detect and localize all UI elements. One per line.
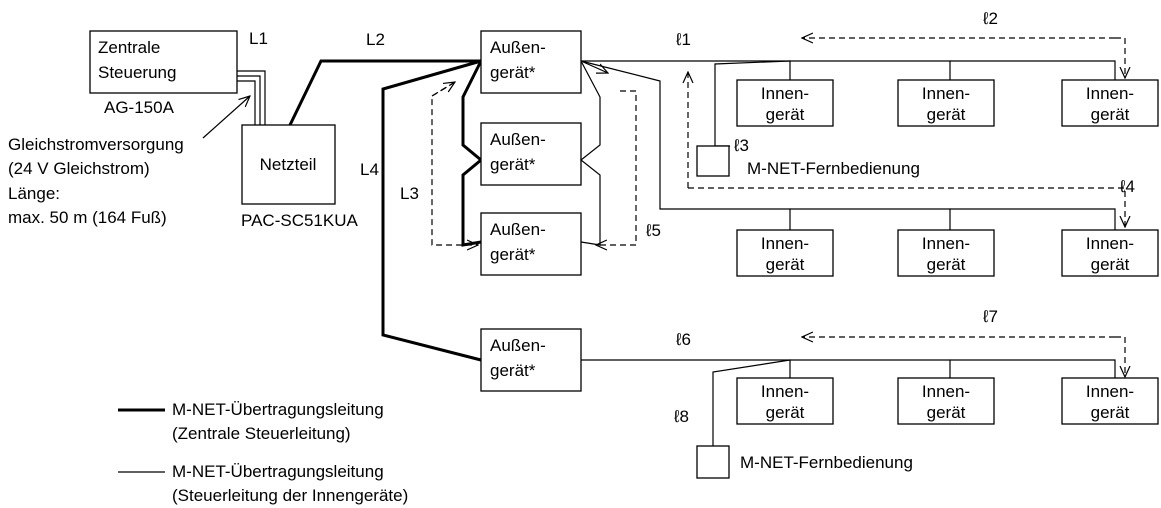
l7-dashed bbox=[802, 337, 1125, 377]
label-l3: ℓ3 bbox=[733, 136, 749, 155]
svg-text:gerät: gerät bbox=[1091, 255, 1130, 274]
label-l4: ℓ4 bbox=[1119, 177, 1135, 196]
svg-text:Innen-: Innen- bbox=[761, 382, 809, 401]
svg-text:gerät*: gerät* bbox=[490, 155, 536, 174]
svg-text:Außen-: Außen- bbox=[490, 336, 546, 355]
svg-text:gerät: gerät bbox=[1091, 403, 1130, 422]
svg-text:gerät: gerät bbox=[927, 255, 966, 274]
label-L4: L4 bbox=[360, 160, 379, 179]
outdoor-unit-3: Außen- gerät* bbox=[480, 212, 582, 276]
legend-thick-line2: (Zentrale Steuerleitung) bbox=[172, 424, 351, 443]
svg-text:Innen-: Innen- bbox=[761, 84, 809, 103]
indoor-unit-2-1: Innen- gerät bbox=[736, 229, 834, 277]
svg-text:gerät*: gerät* bbox=[490, 361, 536, 380]
svg-text:gerät*: gerät* bbox=[490, 245, 536, 264]
svg-text:Außen-: Außen- bbox=[490, 220, 546, 239]
indoor-unit-2-3: Innen- gerät bbox=[1061, 229, 1159, 277]
svg-text:Innen-: Innen- bbox=[922, 84, 970, 103]
indoor-unit-1-3: Innen- gerät bbox=[1061, 79, 1159, 127]
indoor-unit-3-3: Innen- gerät bbox=[1061, 377, 1159, 425]
label-L2: L2 bbox=[366, 30, 385, 49]
label-L3: L3 bbox=[400, 184, 419, 203]
label-l1: ℓ1 bbox=[675, 30, 691, 49]
indoor-unit-3-1: Innen- gerät bbox=[736, 377, 834, 425]
l4-dashed bbox=[688, 72, 1125, 227]
dc-supply-line3: Länge: bbox=[8, 184, 60, 203]
svg-text:gerät: gerät bbox=[766, 105, 805, 124]
central-controller-model: AG-150A bbox=[104, 98, 175, 117]
svg-text:gerät*: gerät* bbox=[490, 63, 536, 82]
label-l7: ℓ7 bbox=[982, 307, 998, 326]
svg-text:Innen-: Innen- bbox=[761, 234, 809, 253]
svg-text:Innen-: Innen- bbox=[1086, 84, 1134, 103]
l3-dashed bbox=[431, 82, 478, 245]
legend: M-NET-Übertragungsleitung (Zentrale Steu… bbox=[118, 400, 408, 505]
svg-text:gerät: gerät bbox=[927, 105, 966, 124]
svg-text:gerät: gerät bbox=[766, 403, 805, 422]
outdoor-unit-1: Außen- gerät* bbox=[480, 30, 582, 94]
legend-thin-line1: M-NET-Übertragungsleitung bbox=[172, 462, 384, 481]
svg-text:Innen-: Innen- bbox=[922, 234, 970, 253]
outdoor-unit-4: Außen- gerät* bbox=[480, 328, 582, 392]
svg-text:gerät: gerät bbox=[927, 403, 966, 422]
indoor-unit-2-2: Innen- gerät bbox=[897, 229, 995, 277]
power-supply-label: Netzteil bbox=[260, 155, 317, 174]
svg-text:gerät: gerät bbox=[766, 255, 805, 274]
svg-text:Außen-: Außen- bbox=[490, 130, 546, 149]
indoor-unit-3-2: Innen- gerät bbox=[897, 377, 995, 425]
label-l8: ℓ8 bbox=[673, 407, 689, 426]
remote-1 bbox=[696, 145, 730, 177]
l2-dashed bbox=[802, 38, 1125, 78]
indoor-line-1 bbox=[581, 60, 1116, 147]
outdoor-thin-links bbox=[580, 60, 608, 246]
l5-dashed bbox=[596, 90, 637, 245]
indoor-unit-1-2: Innen- gerät bbox=[897, 79, 995, 127]
label-l5: ℓ5 bbox=[645, 221, 661, 240]
central-controller-line1: Zentrale bbox=[98, 38, 160, 57]
legend-thick-line1: M-NET-Übertragungsleitung bbox=[172, 400, 384, 419]
remote-2-label: M-NET-Fernbedienung bbox=[740, 453, 913, 472]
indoor-line-2 bbox=[580, 60, 1116, 230]
svg-text:gerät: gerät bbox=[1091, 105, 1130, 124]
dc-supply-line2: (24 V Gleichstrom) bbox=[8, 159, 150, 178]
label-l6: ℓ6 bbox=[675, 330, 691, 349]
label-l2: ℓ2 bbox=[982, 9, 998, 28]
power-supply-model: PAC-SC51KUA bbox=[241, 211, 358, 230]
central-controller-line2: Steuerung bbox=[98, 63, 176, 82]
central-controller: Zentrale Steuerung bbox=[89, 30, 238, 94]
svg-text:Innen-: Innen- bbox=[922, 382, 970, 401]
svg-text:Innen-: Innen- bbox=[1086, 234, 1134, 253]
label-L1: L1 bbox=[249, 29, 268, 48]
svg-text:Außen-: Außen- bbox=[490, 38, 546, 57]
remote-1-label: M-NET-Fernbedienung bbox=[747, 159, 920, 178]
dc-supply-note: Gleichstromversorgung (24 V Gleichstrom)… bbox=[8, 96, 250, 227]
indoor-line-3 bbox=[581, 359, 1116, 446]
power-supply: Netzteil bbox=[241, 124, 336, 205]
remote-2 bbox=[696, 445, 730, 479]
legend-thin-line2: (Steuerleitung der Innengeräte) bbox=[172, 486, 408, 505]
indoor-unit-1-1: Innen- gerät bbox=[736, 79, 834, 127]
svg-text:Innen-: Innen- bbox=[1086, 382, 1134, 401]
l1-cable bbox=[237, 70, 266, 125]
dc-supply-line1: Gleichstromversorgung bbox=[8, 135, 184, 154]
dc-supply-line4: max. 50 m (164 Fuß) bbox=[8, 208, 167, 227]
outdoor-unit-2: Außen- gerät* bbox=[480, 122, 582, 186]
